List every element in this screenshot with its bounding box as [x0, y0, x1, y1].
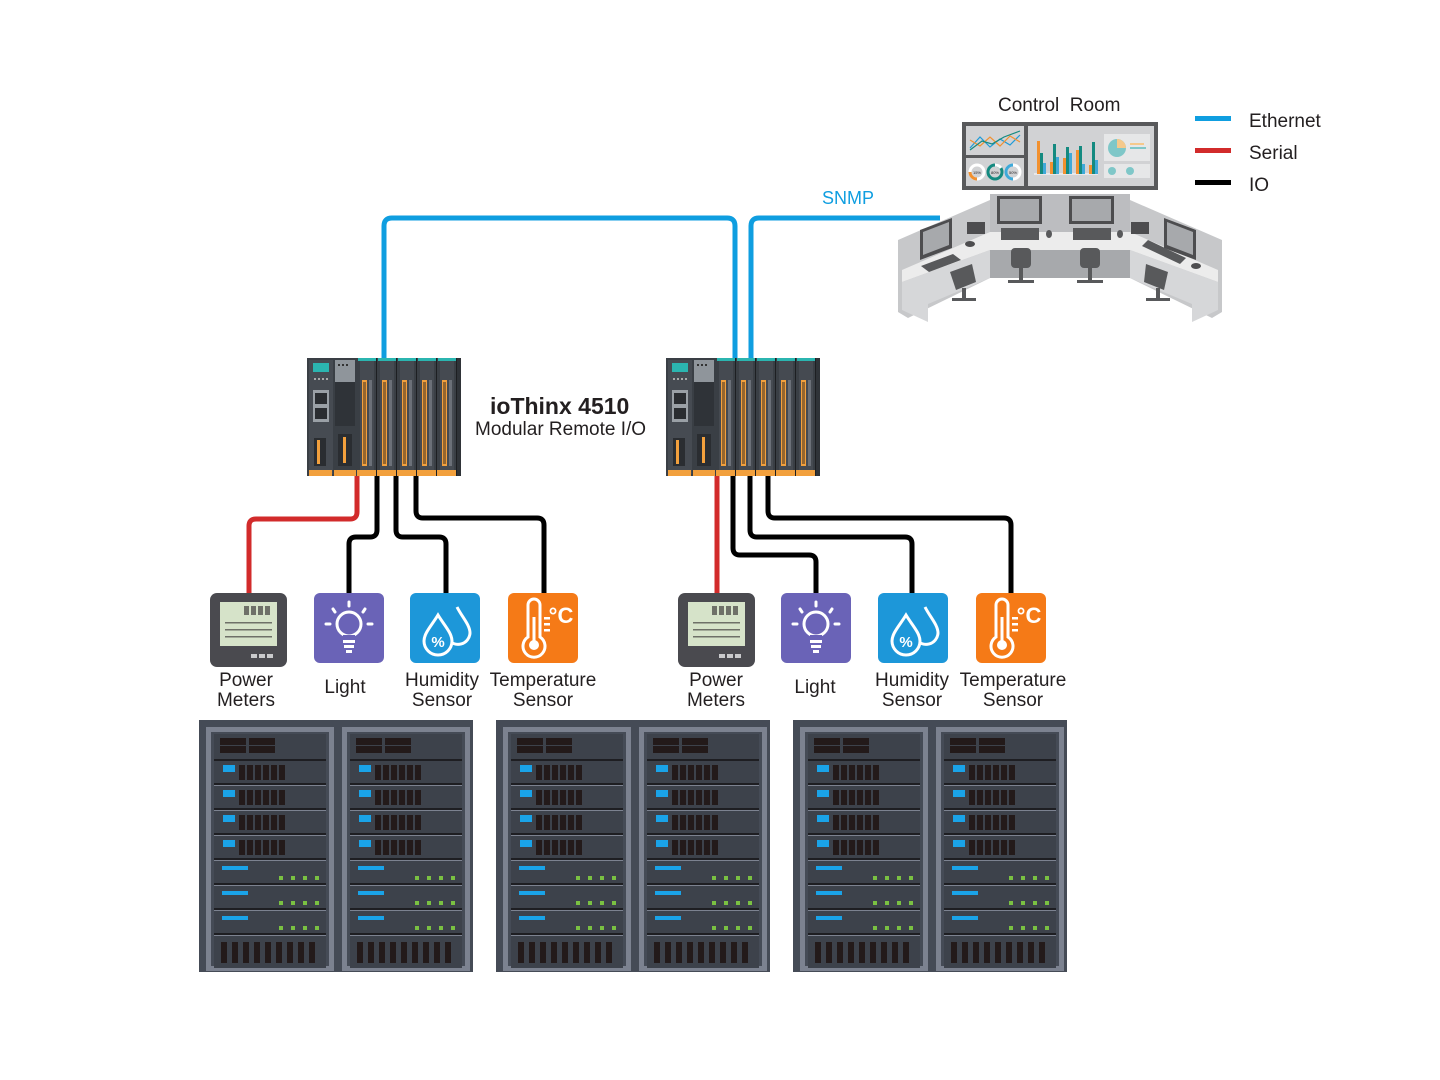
- humidity-drops-icon: %: [878, 593, 948, 663]
- label-line: Power: [219, 670, 273, 691]
- gauge-3-label: 50%: [1009, 170, 1017, 175]
- label-line: Power: [689, 670, 743, 691]
- humidity-percent-glyph: %: [899, 634, 912, 651]
- label-line: Light: [794, 677, 836, 698]
- io-link-1-temperature: [413, 475, 547, 594]
- server-rack: [639, 727, 767, 971]
- server-rack: [503, 727, 631, 971]
- legend-swatch-io: [1195, 180, 1231, 185]
- io-link-1-humidity: [393, 475, 449, 594]
- io-link-2-light: [730, 475, 819, 594]
- label-line: Sensor: [512, 690, 574, 711]
- legend-swatches: [1195, 116, 1231, 185]
- io-link-1-light: [346, 475, 380, 594]
- wall-bar-chart: [1034, 141, 1098, 175]
- label-line: Sensor: [982, 690, 1044, 711]
- gauge-3: [1004, 163, 1022, 181]
- light-bulb-icon: [781, 593, 851, 663]
- iothinx-unit-2: [666, 358, 820, 476]
- label-line: Light: [324, 677, 366, 698]
- legend-label-io: IO: [1249, 175, 1270, 196]
- legend-swatch-serial: [1195, 148, 1231, 153]
- product-subtitle: Modular Remote I/O: [475, 419, 647, 440]
- server-rack: [800, 727, 928, 971]
- gauge-1-label: 15%: [973, 170, 981, 175]
- label-line: Meters: [686, 690, 746, 711]
- server-rack: [206, 727, 334, 971]
- temperature-thermometer-icon: °C: [508, 593, 578, 663]
- device-label-light: Light: [285, 678, 405, 698]
- legend: Ethernet Serial IO: [1249, 106, 1321, 202]
- label-line: Sensor: [881, 690, 943, 711]
- gauge-1: [968, 163, 986, 181]
- video-wall: 15% 80% 50%: [962, 122, 1158, 190]
- control-room-title: Control Room: [998, 95, 1121, 116]
- legend-label-serial: Serial: [1249, 143, 1298, 164]
- server-cabinet: [199, 720, 473, 972]
- server-cabinet: [496, 720, 770, 972]
- power-meter-icon: [210, 593, 287, 667]
- label-line: Meters: [216, 690, 276, 711]
- label-line: Temperature: [959, 670, 1067, 691]
- io-links: [346, 475, 1014, 594]
- gauge-2: [986, 163, 1004, 181]
- humidity-drops-icon: %: [410, 593, 480, 663]
- legend-label-ethernet: Ethernet: [1249, 111, 1321, 132]
- ethernet-links: [381, 215, 940, 360]
- serial-link-1: [246, 475, 360, 594]
- humidity-percent-glyph: %: [431, 634, 444, 651]
- iothinx-unit-1: [307, 358, 461, 476]
- device-label-light: Light: [755, 678, 875, 698]
- control-desk: [898, 194, 1222, 322]
- server-cabinet: [793, 720, 1067, 972]
- server-rack: [342, 727, 470, 971]
- label-line: Sensor: [411, 690, 473, 711]
- server-cabinets: [199, 720, 1067, 972]
- ethernet-link-control-room: [748, 215, 940, 360]
- temperature-thermometer-icon: °C: [976, 593, 1046, 663]
- temperature-unit-glyph: °C: [549, 603, 574, 628]
- snmp-label: SNMP: [822, 188, 875, 208]
- legend-swatch-ethernet: [1195, 116, 1231, 121]
- product-name: ioThinx 4510: [490, 393, 630, 419]
- io-link-2-humidity: [747, 475, 915, 594]
- light-bulb-icon: [314, 593, 384, 663]
- io-link-2-temperature: [765, 475, 1014, 594]
- server-rack: [936, 727, 1064, 971]
- label-line: Humidity: [875, 670, 949, 691]
- label-line: Humidity: [405, 670, 479, 691]
- serial-links: [246, 475, 720, 594]
- ethernet-link-io1: [381, 215, 738, 360]
- power-meter-icon: [678, 593, 755, 667]
- control-room-illustration: 15% 80% 50%: [898, 122, 1222, 322]
- temperature-unit-glyph: °C: [1017, 603, 1042, 628]
- gauge-2-label: 80%: [991, 170, 999, 175]
- label-line: Temperature: [489, 670, 597, 691]
